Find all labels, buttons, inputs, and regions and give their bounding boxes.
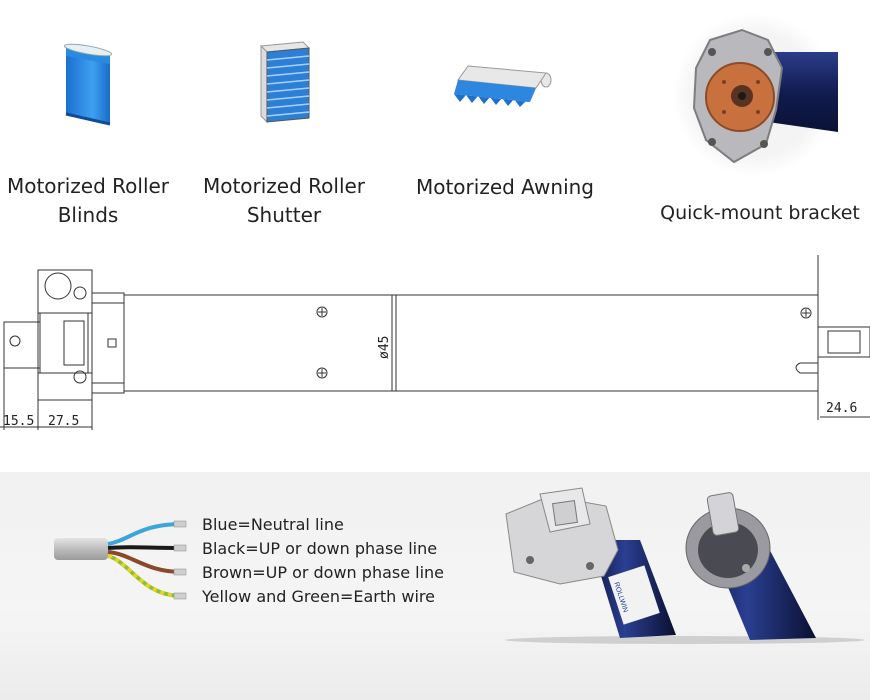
tubular-motor-image: ROLLWIN [505, 487, 865, 644]
wire-brown-label: Brown=UP or down phase line [202, 563, 445, 582]
roller-shutter-line1: Motorized Roller [202, 174, 366, 198]
roller-shutter-line2: Shutter [246, 203, 322, 227]
output-shaft [817, 326, 870, 358]
quick-mount-bracket-image [673, 13, 838, 177]
wire-blue-label: Blue=Neutral line [202, 515, 344, 534]
roller-blinds-line2: Blinds [57, 203, 119, 227]
app-label-awning: Motorized Awning [400, 173, 610, 202]
cable-icon [54, 520, 187, 600]
app-label-roller-blinds: Motorized Roller Blinds [0, 172, 176, 230]
roller-blind-icon [63, 43, 113, 126]
bracket-label: Quick-mount bracket [660, 202, 860, 224]
app-label-roller-shutter: Motorized Roller Shutter [196, 172, 372, 230]
wire-black-label: Black=UP or down phase line [202, 539, 438, 558]
diameter-label: ø45 [377, 336, 392, 359]
motor-technical-drawing: ø45 15.5 27.5 24.6 [0, 255, 870, 430]
motor-tube [123, 294, 819, 392]
dim-15-5: 15.5 [3, 414, 34, 429]
dim-27-5: 27.5 [48, 414, 79, 429]
roller-blinds-line1: Motorized Roller [6, 174, 170, 198]
awning-line1: Motorized Awning [415, 175, 595, 199]
dim-24-6: 24.6 [826, 401, 857, 416]
mount-plate [3, 321, 41, 369]
wire-earth-label: Yellow and Green=Earth wire [202, 587, 435, 606]
awning-icon [454, 65, 552, 107]
roller-shutter-icon [259, 41, 311, 124]
